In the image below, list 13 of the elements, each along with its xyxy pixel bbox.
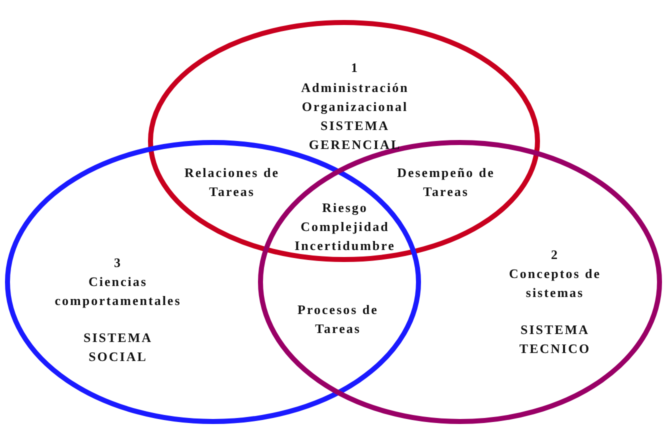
overlap-label: Procesos de Tareas <box>296 301 380 338</box>
set-title: Ciencias comportamentales <box>54 273 182 310</box>
circle-number: 1 <box>350 59 360 77</box>
set-title: Conceptos de sistemas <box>508 265 602 302</box>
overlap-label: Relaciones de Tareas <box>184 164 280 201</box>
circle-number: 3 <box>113 254 123 272</box>
system-name: SISTEMA GERENCIAL <box>308 117 402 154</box>
system-name: SISTEMA SOCIAL <box>82 329 154 366</box>
circle-number: 2 <box>550 246 560 264</box>
system-name: SISTEMA TECNICO <box>518 321 592 358</box>
overlap-label: Riesgo Complejidad Incertidumbre <box>294 199 396 255</box>
overlap-label: Desempeño de Tareas <box>396 164 496 201</box>
set-title: Administración Organizacional <box>300 79 410 116</box>
